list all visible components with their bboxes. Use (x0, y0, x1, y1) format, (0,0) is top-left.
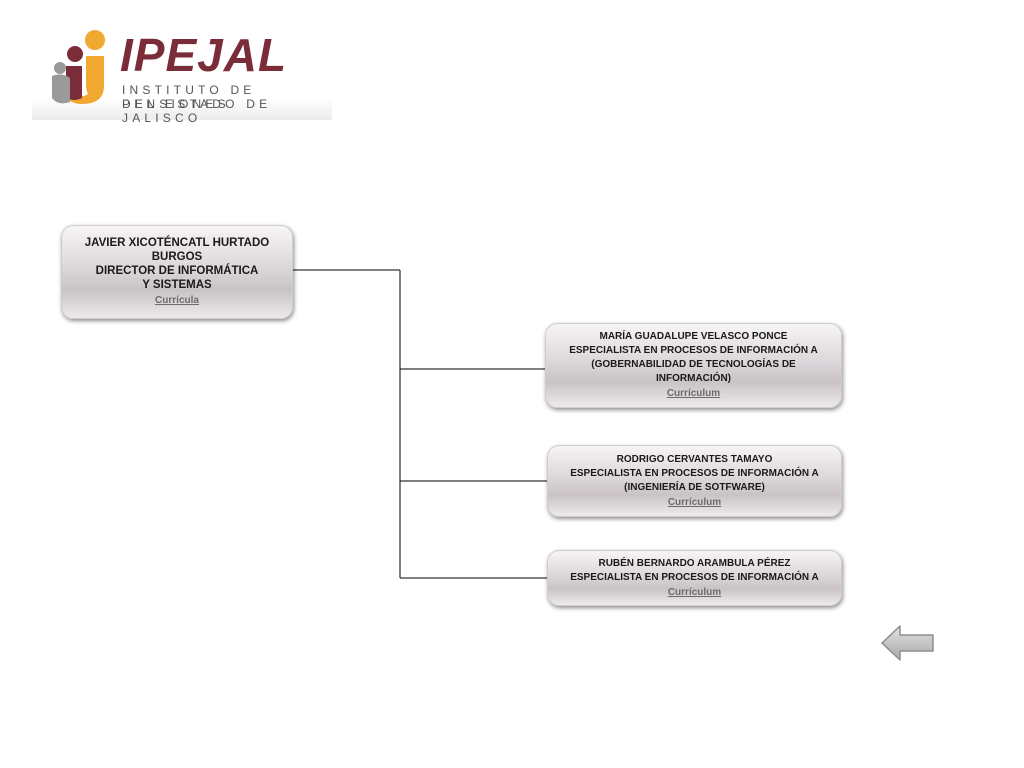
ipejal-mark-icon (52, 30, 105, 104)
logo-subtitle-line1: INSTITUTO DE PENSIONES (122, 83, 256, 111)
staff-2-name: RODRIGO CERVANTES TAMAYO (616, 453, 773, 465)
ipejal-logo: IPEJAL INSTITUTO DE PENSIONES DEL ESTADO… (32, 22, 332, 125)
logo-subtitle-line2: DEL ESTADO DE JALISCO (122, 97, 272, 125)
staff-1-role: ESPECIALISTA EN PROCESOS DE INFORMACIÓN … (569, 345, 818, 356)
left-arrow-icon[interactable] (880, 624, 936, 662)
staff-box-2: RODRIGO CERVANTES TAMAYO ESPECIALISTA EN… (547, 445, 842, 517)
staff-3-name: RUBÉN BERNARDO ARAMBULA PÉREZ (598, 557, 791, 569)
staff-2-curriculum-link[interactable]: Currículum (667, 496, 722, 508)
director-title-line1: DIRECTOR DE INFORMÁTICA (95, 265, 259, 277)
staff-3-role: ESPECIALISTA EN PROCESOS DE INFORMACIÓN … (570, 571, 819, 583)
staff-box-3: RUBÉN BERNARDO ARAMBULA PÉREZ ESPECIALIS… (547, 550, 842, 606)
director-title-line2: Y SISTEMAS (142, 279, 212, 291)
staff-2-area: (INGENIERÍA DE SOTFWARE) (624, 481, 765, 493)
staff-1-area: (GOBERNABILIDAD DE TECNOLOGÍAS DE INFORM… (591, 359, 796, 384)
staff-2-role: ESPECIALISTA EN PROCESOS DE INFORMACIÓN … (570, 467, 819, 479)
logo-title: IPEJAL (120, 29, 288, 81)
staff-1-name: MARÍA GUADALUPE VELASCO PONCE (599, 331, 788, 342)
director-box: JAVIER XICOTÉNCATL HURTADO BURGOS DIRECT… (61, 225, 293, 319)
staff-3-curriculum-link[interactable]: Currículum (667, 586, 722, 598)
director-name: JAVIER XICOTÉNCATL HURTADO BURGOS (84, 237, 270, 263)
staff-box-1: MARÍA GUADALUPE VELASCO PONCE ESPECIALIS… (545, 323, 842, 408)
director-curricula-link[interactable]: Currícula (155, 295, 199, 306)
staff-1-curriculum-link[interactable]: Currículum (666, 388, 721, 399)
